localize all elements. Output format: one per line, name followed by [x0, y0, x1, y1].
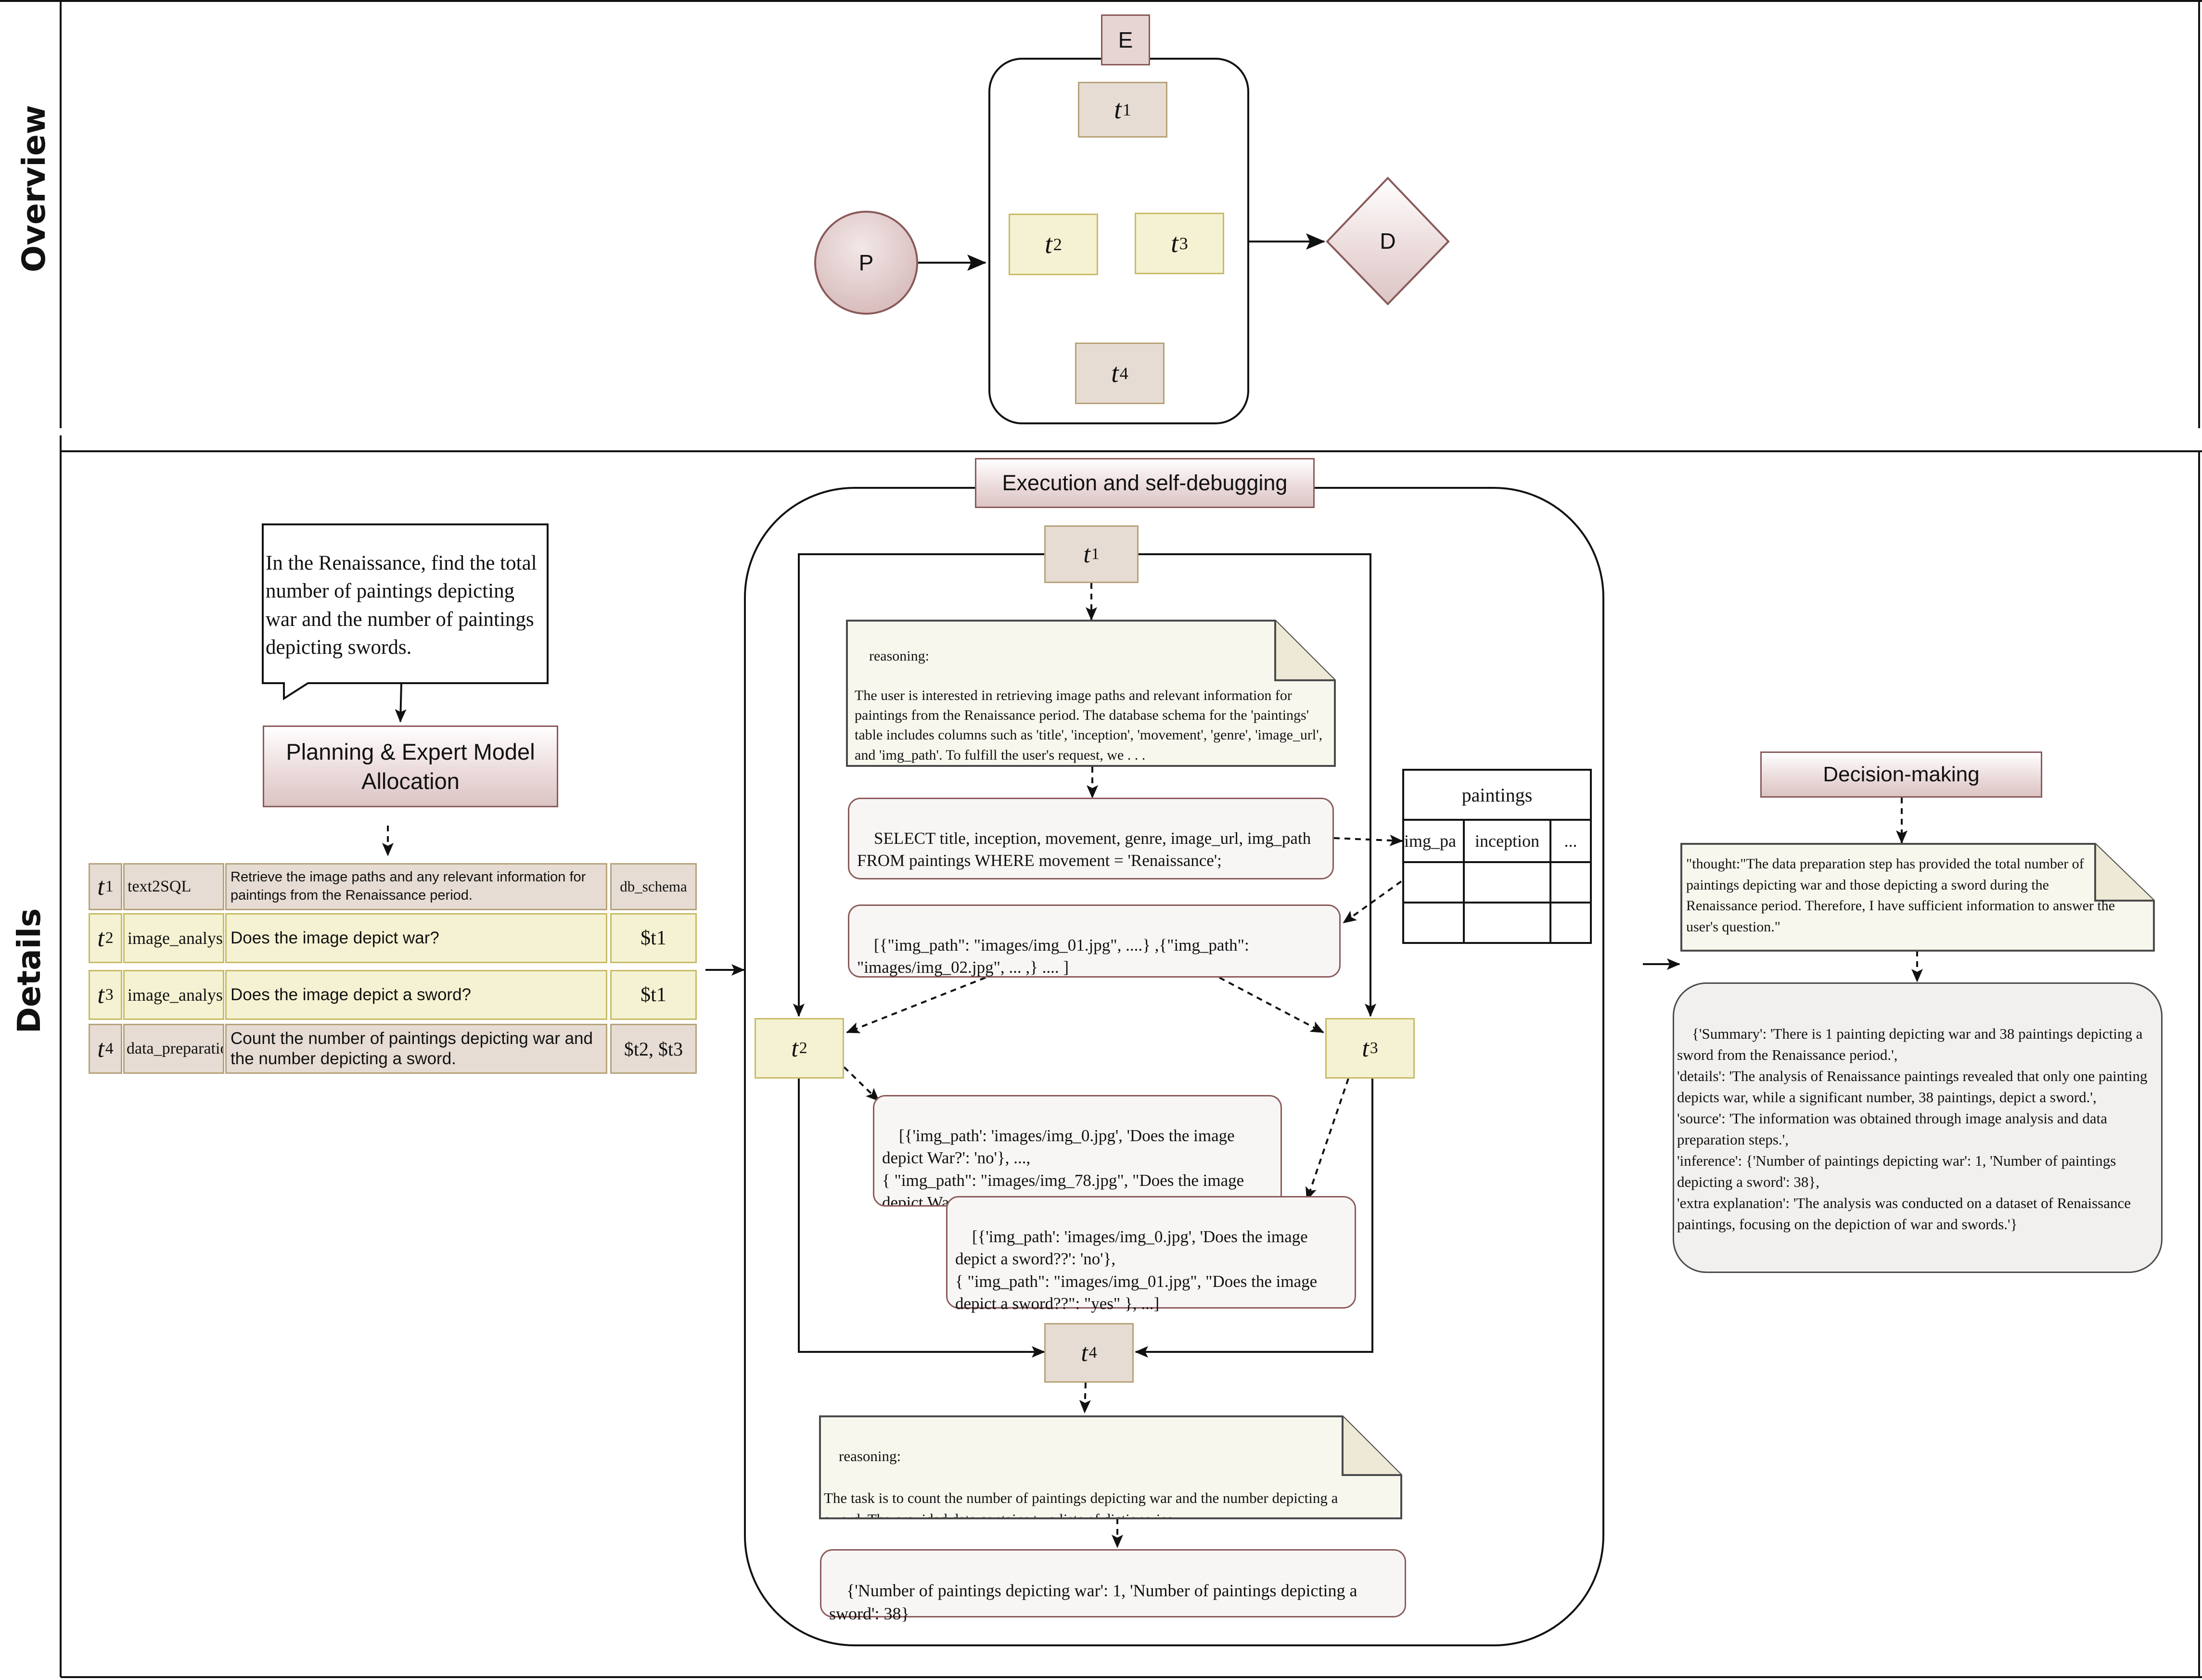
plan-row-4-dependency: $t2, $t3 [610, 1024, 697, 1074]
planner-circle [814, 211, 918, 315]
thought-note-shape [1680, 843, 2155, 952]
sql-query-box: SELECT title, inception, movement, genre… [848, 798, 1334, 879]
db-column-more: ... [1551, 821, 1590, 863]
decision-arrows [1896, 798, 1923, 982]
plan-row-3-dependency: $t1 [610, 970, 697, 1020]
t3-result-box: [{'img_path': 'images/img_0.jpg', 'Does … [946, 1196, 1356, 1313]
t1-reasoning-note-shape [846, 620, 1336, 767]
executor-label: E [1118, 27, 1133, 52]
plan-row-1-model: text2SQL [123, 863, 224, 910]
details-left-arrows [382, 683, 1680, 976]
t2-result-box: [{'img_path': 'images/img_0.jpg', 'Does … [873, 1095, 1282, 1207]
plan-row-3-description: Does the image depict a sword? [225, 970, 607, 1020]
db-column-inception: inception [1465, 821, 1551, 863]
db-table-name: paintings [1404, 771, 1590, 821]
plan-row-2-model: image_analysis [123, 913, 224, 963]
t4-reasoning-note: reasoning: The task is to count the numb… [824, 1448, 1338, 1517]
plan-row-2-dependency: $t1 [610, 913, 697, 963]
paintings-db-table: paintings img_pa inception ... [1402, 769, 1592, 944]
plan-row-1-dependency: db_schema [610, 863, 697, 910]
decider-diamond [1326, 177, 1450, 305]
t4-result-box: {'Number of paintings depicting war': 1,… [820, 1549, 1406, 1623]
plan-row-4-model: data_preparation [123, 1024, 224, 1074]
user-query: In the Renaissance, find the total numbe… [266, 552, 537, 659]
planner-label: P [858, 250, 874, 275]
t1-reasoning-note: reasoning: The user is interested in ret… [855, 648, 1323, 763]
plan-row-2-description: Does the image depict war? [225, 913, 607, 963]
planning-allocation-box: Planning & Expert Model Allocation [263, 725, 558, 807]
planner-node: P [815, 212, 917, 314]
db-column-img-path: img_pa [1404, 821, 1465, 863]
execution-dashed-arrows [843, 583, 1403, 1548]
plan-row-4-description: Count the number of paintings depicting … [225, 1024, 607, 1074]
executor-label-box: E [1101, 14, 1150, 65]
sql-result-box: [{"img_path": "images/img_01.jpg", ....}… [848, 904, 1341, 978]
decision-title-box: Decision-making [1760, 751, 2042, 798]
details-panel-label: Details [11, 908, 48, 1033]
thought-note: "thought:"The data preparation step has … [1686, 856, 2115, 935]
query-bubble-shape [262, 523, 549, 700]
plan-row-3-model: image_analysis [123, 970, 224, 1020]
db-empty-row [1404, 863, 1590, 904]
execution-title-box: Execution and self-debugging [975, 458, 1315, 508]
overview-panel-label: Overview [15, 105, 52, 272]
final-answer-box: {'Summary': 'There is 1 painting depicti… [1673, 982, 2163, 1273]
decider-label: D [1380, 229, 1396, 254]
plan-row-1-description: Retrieve the image paths and any relevan… [225, 863, 607, 910]
decider-node: D [1327, 178, 1448, 304]
t4-reasoning-note-shape [819, 1415, 1402, 1519]
